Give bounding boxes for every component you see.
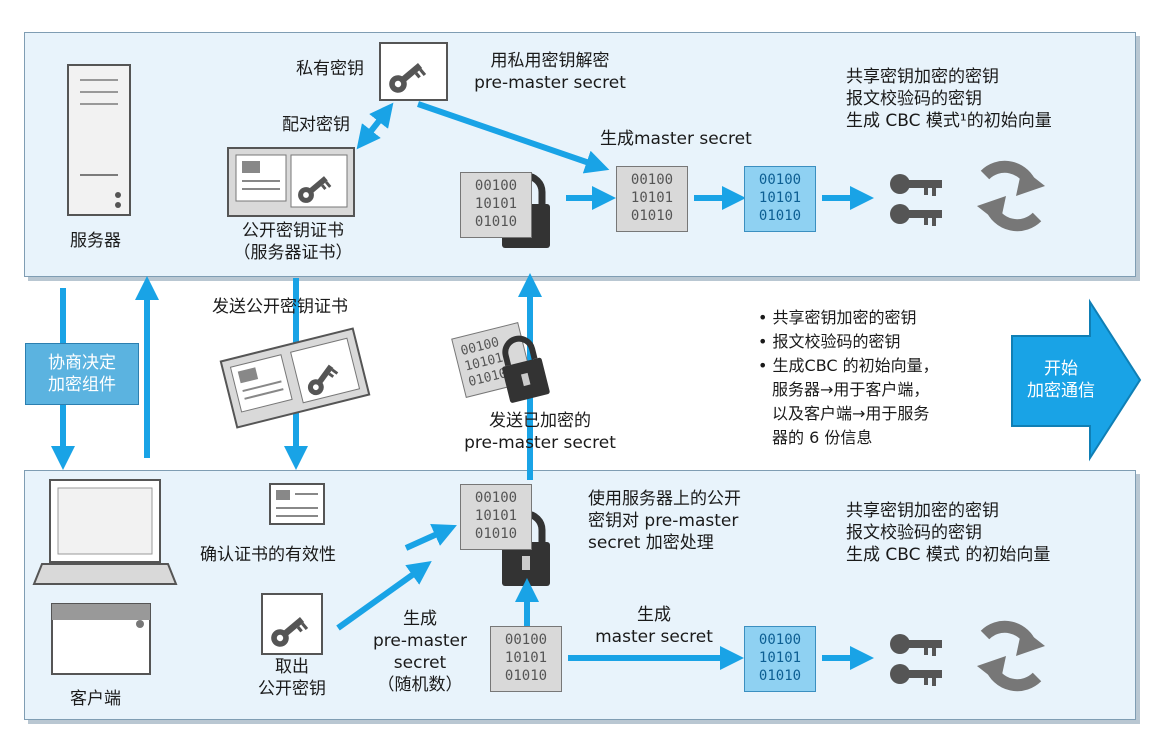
key-info-item: • 共享密钥加密的密钥 [758, 308, 917, 327]
extract-key-line: 公开密钥 [258, 679, 326, 699]
send-encrypted-label: 发送已加密的 pre-master secret [452, 410, 628, 454]
certificate-label-line: （服务器证书） [233, 243, 353, 263]
decrypt-label: 用私用密钥解密 pre-master secret [452, 50, 648, 94]
server-keys-label: 共享密钥加密的密钥 报文校验码的密钥 生成 CBC 模式¹的初始向量 [846, 66, 1052, 132]
client-laptop-icon [32, 479, 178, 585]
binary-row: 00100 [504, 632, 548, 648]
client-label: 客户端 [70, 689, 121, 709]
client-keys-line: 生成 CBC 模式 的初始向量 [846, 545, 1051, 565]
encrypt-premaster-line: secret 加密处理 [588, 533, 714, 553]
decrypt-label-line: 用私用密钥解密 [490, 51, 610, 71]
server-label: 服务器 [70, 231, 121, 251]
server-session-keys-icon [890, 174, 942, 226]
server-refresh-icon [977, 160, 1045, 232]
binary-row: 00100 [758, 632, 802, 648]
start-encryption-line: 加密通信 [1027, 381, 1095, 401]
server-icon [67, 64, 131, 216]
encrypt-premaster-line: 使用服务器上的公开 [588, 489, 741, 509]
extracted-public-key-icon [261, 593, 323, 655]
certificate-label-line: 公开密钥证书 [242, 221, 344, 241]
generate-premaster-line: pre-master [373, 631, 467, 651]
key-info-item: 器的 6 份信息 [772, 428, 873, 447]
private-key-icon [379, 42, 448, 101]
decrypt-label-line: pre-master secret [474, 73, 626, 93]
binary-row: 00100 [630, 172, 674, 188]
negotiate-line: 协商决定 [48, 353, 116, 373]
key-info-list: • 共享密钥加密的密钥 • 报文校验码的密钥 • 生成CBC 的初始向量， 服务… [758, 306, 939, 450]
extract-key-label: 取出 公开密钥 [234, 656, 350, 700]
key-info-item: • 生成CBC 的初始向量， [758, 356, 939, 375]
sent-certificate-icon [219, 327, 371, 429]
server-panel [24, 32, 1136, 277]
client-refresh-icon [977, 620, 1045, 692]
server-certificate-icon [227, 147, 355, 217]
binary-row: 10101 [504, 650, 548, 666]
negotiate-line: 加密组件 [48, 375, 116, 395]
binary-row: 01010 [474, 526, 518, 542]
client-encrypted-premaster-box: 00100 10101 01010 [460, 484, 532, 550]
private-key-label: 私有密钥 [296, 59, 364, 79]
binary-row: 10101 [474, 508, 518, 524]
generate-master-client-line: 生成 [637, 605, 671, 625]
binary-row: 01010 [474, 214, 518, 230]
client-keys-line: 共享密钥加密的密钥 [846, 501, 999, 521]
encrypt-premaster-label: 使用服务器上的公开 密钥对 pre-master secret 加密处理 [588, 488, 741, 554]
key-info-item: 服务器→用于客户端， [772, 380, 930, 399]
server-keys-line: 生成 CBC 模式¹的初始向量 [846, 111, 1052, 131]
certificate-label: 公开密钥证书 （服务器证书） [218, 220, 368, 264]
client-session-keys-icon [890, 634, 942, 686]
binary-row: 00100 [474, 178, 518, 194]
key-info-item: • 报文校验码的密钥 [758, 332, 901, 351]
client-panel [24, 470, 1136, 720]
server-premaster-box: 00100 10101 01010 [616, 166, 688, 232]
start-encryption-label: 开始 加密通信 [1018, 358, 1104, 402]
key-pair-label: 配对密钥 [282, 115, 350, 135]
binary-row: 01010 [504, 668, 548, 684]
binary-row: 01010 [758, 208, 802, 224]
binary-row: 10101 [630, 190, 674, 206]
send-encrypted-line: 发送已加密的 [489, 411, 591, 431]
verify-certificate-label: 确认证书的有效性 [200, 545, 336, 565]
binary-row: 00100 [758, 172, 802, 188]
start-encryption-arrow [1011, 298, 1142, 462]
server-keys-line: 共享密钥加密的密钥 [846, 67, 999, 87]
client-keys-label: 共享密钥加密的密钥 报文校验码的密钥 生成 CBC 模式 的初始向量 [846, 500, 1050, 566]
encrypt-premaster-line: 密钥对 pre-master [588, 511, 739, 531]
generate-master-label: 生成master secret [600, 129, 752, 149]
send-encrypted-line: pre-master secret [464, 433, 616, 453]
client-premaster-box: 00100 10101 01010 [490, 626, 562, 692]
sent-encrypted-icon: 00100 10101 01010 [451, 322, 550, 413]
extract-key-line: 取出 [275, 657, 309, 677]
generate-premaster-line: secret [393, 653, 447, 673]
document-icon [269, 483, 325, 525]
client-master-secret-box: 00100 10101 01010 [744, 626, 816, 692]
client-keys-line: 报文校验码的密钥 [846, 523, 982, 543]
negotiate-cipher-badge: 协商决定 加密组件 [25, 343, 139, 405]
generate-premaster-label: 生成 pre-master secret （随机数） [362, 608, 478, 696]
generate-master-client-line: master secret [595, 627, 713, 647]
generate-premaster-line: （随机数） [377, 675, 463, 695]
server-encrypted-premaster-box: 00100 10101 01010 [460, 172, 532, 238]
binary-row: 10101 [758, 190, 802, 206]
generate-premaster-line: 生成 [403, 609, 437, 629]
key-info-item: 以及客户端→用于服务 [772, 404, 930, 423]
server-keys-line: 报文校验码的密钥 [846, 89, 982, 109]
send-certificate-label: 发送公开密钥证书 [212, 297, 348, 317]
binary-row: 01010 [758, 668, 802, 684]
binary-row: 01010 [630, 208, 674, 224]
binary-row: 00100 [474, 490, 518, 506]
server-master-secret-box: 00100 10101 01010 [744, 166, 816, 232]
binary-row: 10101 [758, 650, 802, 666]
start-encryption-line: 开始 [1044, 359, 1078, 379]
client-browser-icon [51, 603, 151, 675]
generate-master-client-label: 生成 master secret [576, 604, 732, 648]
binary-row: 10101 [474, 196, 518, 212]
